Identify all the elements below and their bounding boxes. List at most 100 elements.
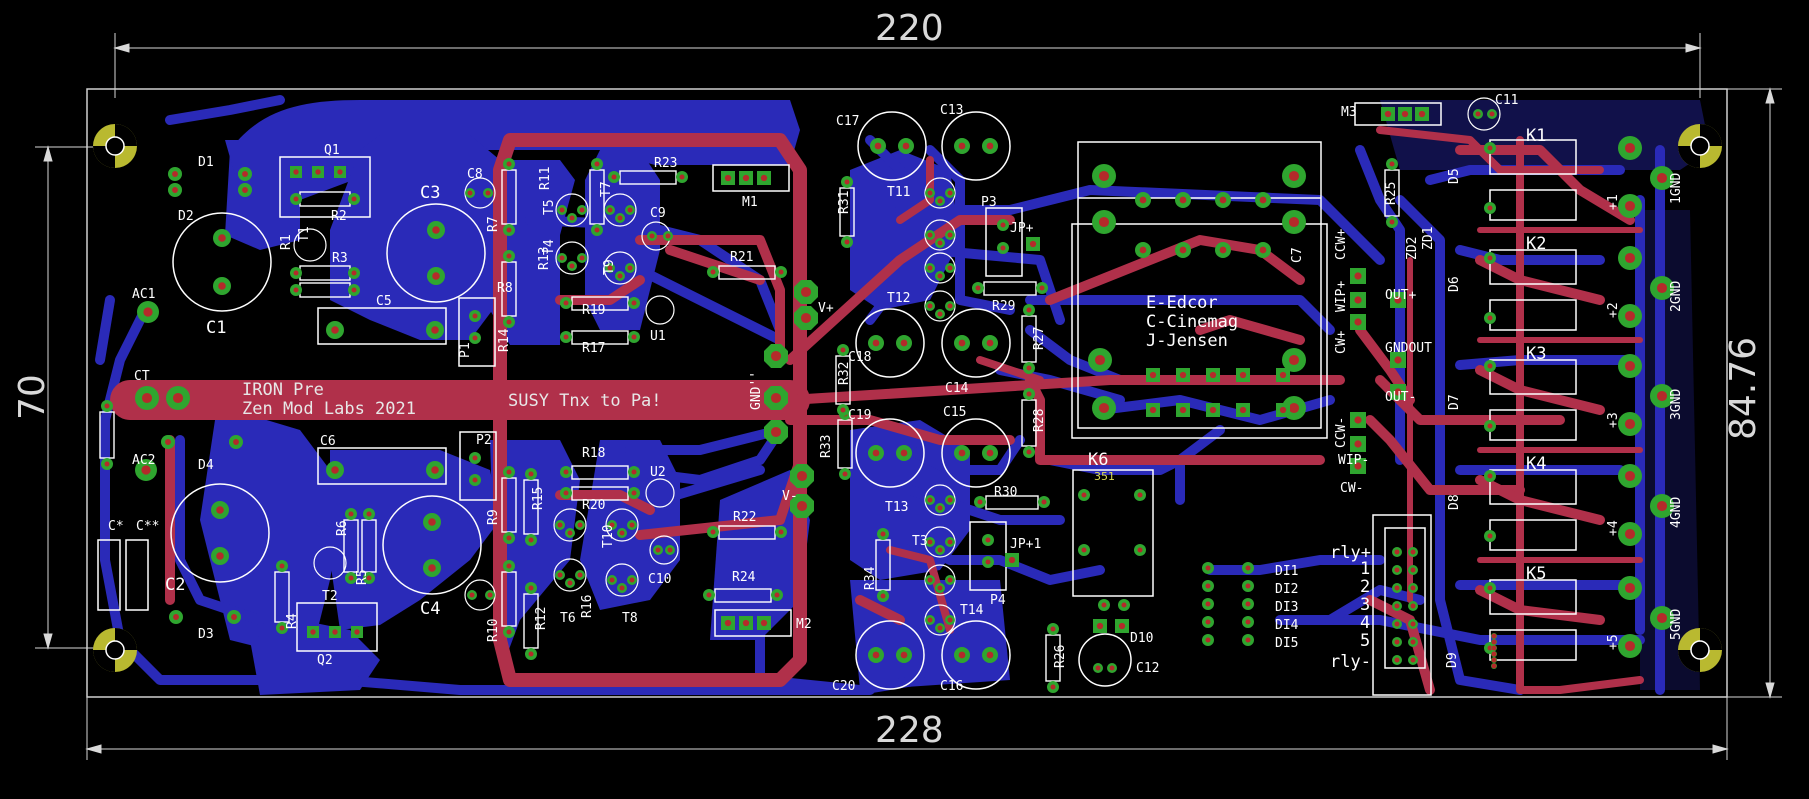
resistor-pad <box>1386 158 1398 170</box>
relay-pad <box>1098 599 1110 611</box>
pot-pad <box>1350 458 1366 474</box>
output-pad <box>1618 522 1642 546</box>
relay-pad <box>1484 642 1496 654</box>
label-r33: R33 <box>819 435 834 458</box>
transistor-pin <box>935 623 945 633</box>
relay-pad <box>1134 544 1146 556</box>
pad-ac1 <box>137 301 159 323</box>
transformer-pad <box>1088 348 1112 372</box>
transformer-pad <box>1282 164 1306 188</box>
label-di1: DI1 <box>1275 564 1298 579</box>
header-pin <box>1392 655 1402 665</box>
label-r8: R8 <box>497 281 513 296</box>
label-r3: R3 <box>332 251 348 266</box>
cap-pad <box>211 501 229 519</box>
resistor-pad <box>676 171 688 183</box>
resistor-pad <box>525 534 537 546</box>
label-r2: R2 <box>331 209 347 224</box>
jumper-pad <box>1005 553 1019 567</box>
label-jp-: JP+ <box>1010 221 1034 236</box>
label-rly-: rly- <box>1330 652 1371 672</box>
resistor-pad <box>1047 681 1059 693</box>
label-r23: R23 <box>654 156 677 171</box>
label-di3: DI3 <box>1275 600 1298 615</box>
transistor-pin <box>577 253 587 263</box>
resistor-pad <box>503 626 515 638</box>
label-m2: M2 <box>796 617 812 632</box>
transistor-pin <box>607 520 617 530</box>
transistor-pin <box>567 213 577 223</box>
transistor-pin <box>925 575 935 585</box>
label-r30: R30 <box>994 485 1017 500</box>
resistor-pad <box>503 532 515 544</box>
label-c11: C11 <box>1495 93 1518 108</box>
transistor-pin <box>625 263 635 273</box>
cap-pad <box>870 138 886 154</box>
diode-pad <box>1242 634 1254 646</box>
board-maker: Zen Mod Labs 2021 <box>242 399 416 419</box>
label-wip-: WIP+ <box>1334 281 1349 312</box>
label-t12: T12 <box>887 291 910 306</box>
label-u2: U2 <box>650 465 666 480</box>
transformer-label-cinemag: C-Cinemag <box>1146 312 1238 332</box>
resistor-pad <box>837 344 849 356</box>
label-rly-: rly+ <box>1330 543 1371 563</box>
header-pin <box>1392 583 1402 593</box>
label-5: 5 <box>1360 631 1370 651</box>
dimension-bottom-label: 228 <box>875 710 944 751</box>
label-t2: T2 <box>322 589 338 604</box>
label-r4: R4 <box>285 613 300 629</box>
label-p3: P3 <box>981 195 997 210</box>
label-jp-1: JP+1 <box>1010 537 1041 552</box>
transformer-pad <box>1282 210 1306 234</box>
pot-pad <box>1390 384 1406 400</box>
transistor-pin <box>605 263 615 273</box>
label-c-: C* <box>108 519 124 534</box>
transistor-pin <box>351 626 363 638</box>
label-r32: R32 <box>837 362 852 385</box>
label-c10: C10 <box>648 572 671 587</box>
dimension-top-label: 220 <box>875 8 944 49</box>
label-c17: C17 <box>836 114 859 129</box>
transistor-pin <box>925 301 935 311</box>
relay-pad <box>1118 599 1130 611</box>
resistor-pad <box>1023 446 1035 458</box>
cap-pad <box>896 335 912 351</box>
resistor-pad <box>628 487 640 499</box>
label-3gnd: 3GND <box>1669 389 1684 420</box>
resistor-pad <box>101 400 113 412</box>
pads-layer <box>101 107 1674 693</box>
diode-pad <box>1491 645 1497 651</box>
ground-octagon-pad <box>794 306 818 330</box>
resistor-pad <box>560 297 572 309</box>
transistor-pin <box>945 230 955 240</box>
pad-ct-1 <box>135 386 159 410</box>
film-cap-pad <box>426 321 444 339</box>
pot-pin <box>469 474 481 486</box>
transformer-pad <box>1282 348 1306 372</box>
label-r14: R14 <box>497 328 512 352</box>
output-pad <box>1618 304 1642 328</box>
cap-pad <box>982 445 998 461</box>
cap-pad <box>423 559 441 577</box>
label-k3: K3 <box>1526 344 1546 364</box>
transformer-pin <box>1135 242 1151 258</box>
ground-octagon-pad <box>794 280 818 304</box>
label-q1: Q1 <box>324 143 340 158</box>
transistor-pin <box>555 520 565 530</box>
dimension-lines <box>35 33 1782 760</box>
label-t11: T11 <box>887 185 910 200</box>
transistor-pin <box>312 166 324 178</box>
cap-pad <box>213 229 231 247</box>
connector-pin <box>721 171 735 185</box>
label-cw-: CW+ <box>1334 330 1349 354</box>
transistor-pin <box>945 301 955 311</box>
label-t4: T4 <box>542 239 557 255</box>
label-m3: M3 <box>1341 105 1357 120</box>
transistor-pin <box>617 583 627 593</box>
label-v-: V- <box>782 489 798 504</box>
label-r25: R25 <box>1384 182 1399 205</box>
resistor-pad <box>276 560 288 572</box>
resistor-pad <box>345 508 357 520</box>
transformer-pin <box>1255 242 1271 258</box>
